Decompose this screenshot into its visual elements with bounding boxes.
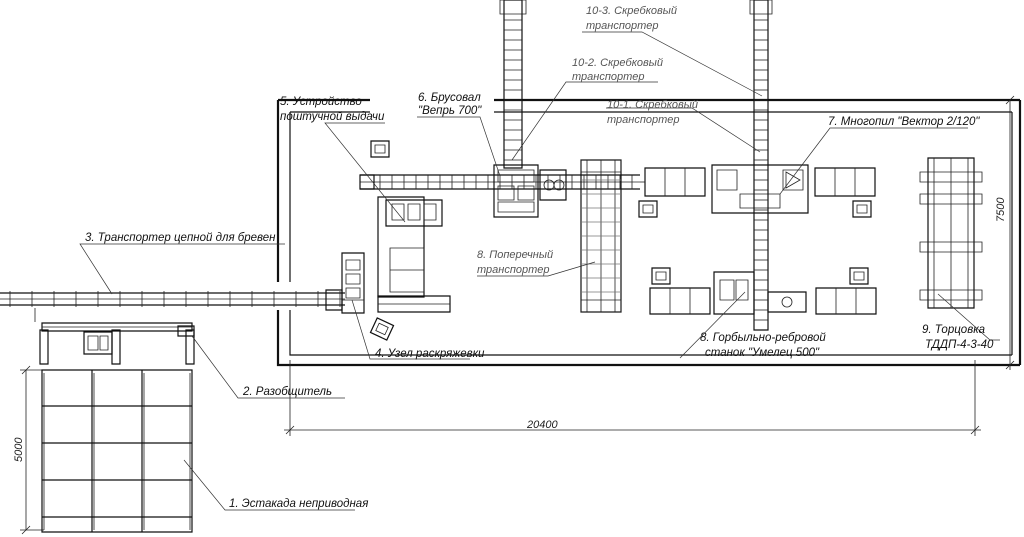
dimension-ramp-value: 5000 xyxy=(13,437,25,462)
label-scraper-10-1-b: транспортер xyxy=(607,114,680,126)
label-brusoval-2: "Вепрь 700" xyxy=(418,105,482,117)
label-trimmer-1: 9. Торцовка xyxy=(922,324,985,336)
scraper-conveyor-10-3 xyxy=(500,0,526,168)
label-separator: 2. Разобщитель xyxy=(242,386,332,398)
label-multisaw: 7. Многопил "Вектор 2/120" xyxy=(828,116,980,128)
label-scraper-10-2-b: транспортер xyxy=(572,71,645,83)
label-scraper-10-3-a: 10-3. Скребковый xyxy=(586,5,677,17)
label-edger-1: 8. Горбыльно-ребровой xyxy=(700,332,826,344)
piece-feeder xyxy=(371,141,450,312)
label-cross-transporter-1: 8. Поперечный xyxy=(477,249,553,261)
static-ramp xyxy=(42,370,192,532)
label-brusoval-1: 6. Брусовал xyxy=(418,92,481,104)
infeed-line xyxy=(360,175,640,189)
scraper-conveyor-10-1 xyxy=(750,0,772,330)
cross-transporter xyxy=(581,160,621,312)
label-static-ramp: 1. Эстакада неприводная xyxy=(229,498,368,510)
label-cross-cut: 4. Узел раскряжевки xyxy=(375,348,485,360)
edger-line xyxy=(650,268,876,314)
dimension-width-value: 20400 xyxy=(526,419,558,431)
dimension-ramp: 5000 xyxy=(13,366,44,534)
label-scraper-10-1-a: 10-1. Скребковый xyxy=(607,99,698,111)
label-cross-transporter-2: транспортер xyxy=(477,264,550,276)
dimension-depth: 7500 xyxy=(995,96,1014,370)
label-scraper-10-2-a: 10-2. Скребковый xyxy=(572,57,663,69)
dimension-width: 20400 xyxy=(284,360,981,436)
label-feeder-2: поштучной выдачи xyxy=(280,111,385,123)
trimmer xyxy=(920,158,982,308)
log-chain-conveyor xyxy=(0,291,345,364)
cross-cut-unit xyxy=(326,253,394,340)
building-walls xyxy=(276,100,1020,365)
dimension-depth-value: 7500 xyxy=(995,197,1007,222)
callout-labels: 1. Эстакада неприводная 2. Разобщитель 3… xyxy=(85,5,994,510)
leader-lines xyxy=(80,32,1000,510)
label-trimmer-2: ТДДП-4-3-40 xyxy=(925,339,994,351)
multisaw-line xyxy=(639,165,875,217)
label-edger-2: станок "Умелец 500" xyxy=(705,347,820,359)
label-feeder-1: 5. Устройство xyxy=(280,96,362,108)
brusoval-machine xyxy=(494,165,566,217)
label-scraper-10-3-b: транспортер xyxy=(586,20,659,32)
label-log-conveyor: 3. Транспортер цепной для бревен xyxy=(85,232,276,244)
